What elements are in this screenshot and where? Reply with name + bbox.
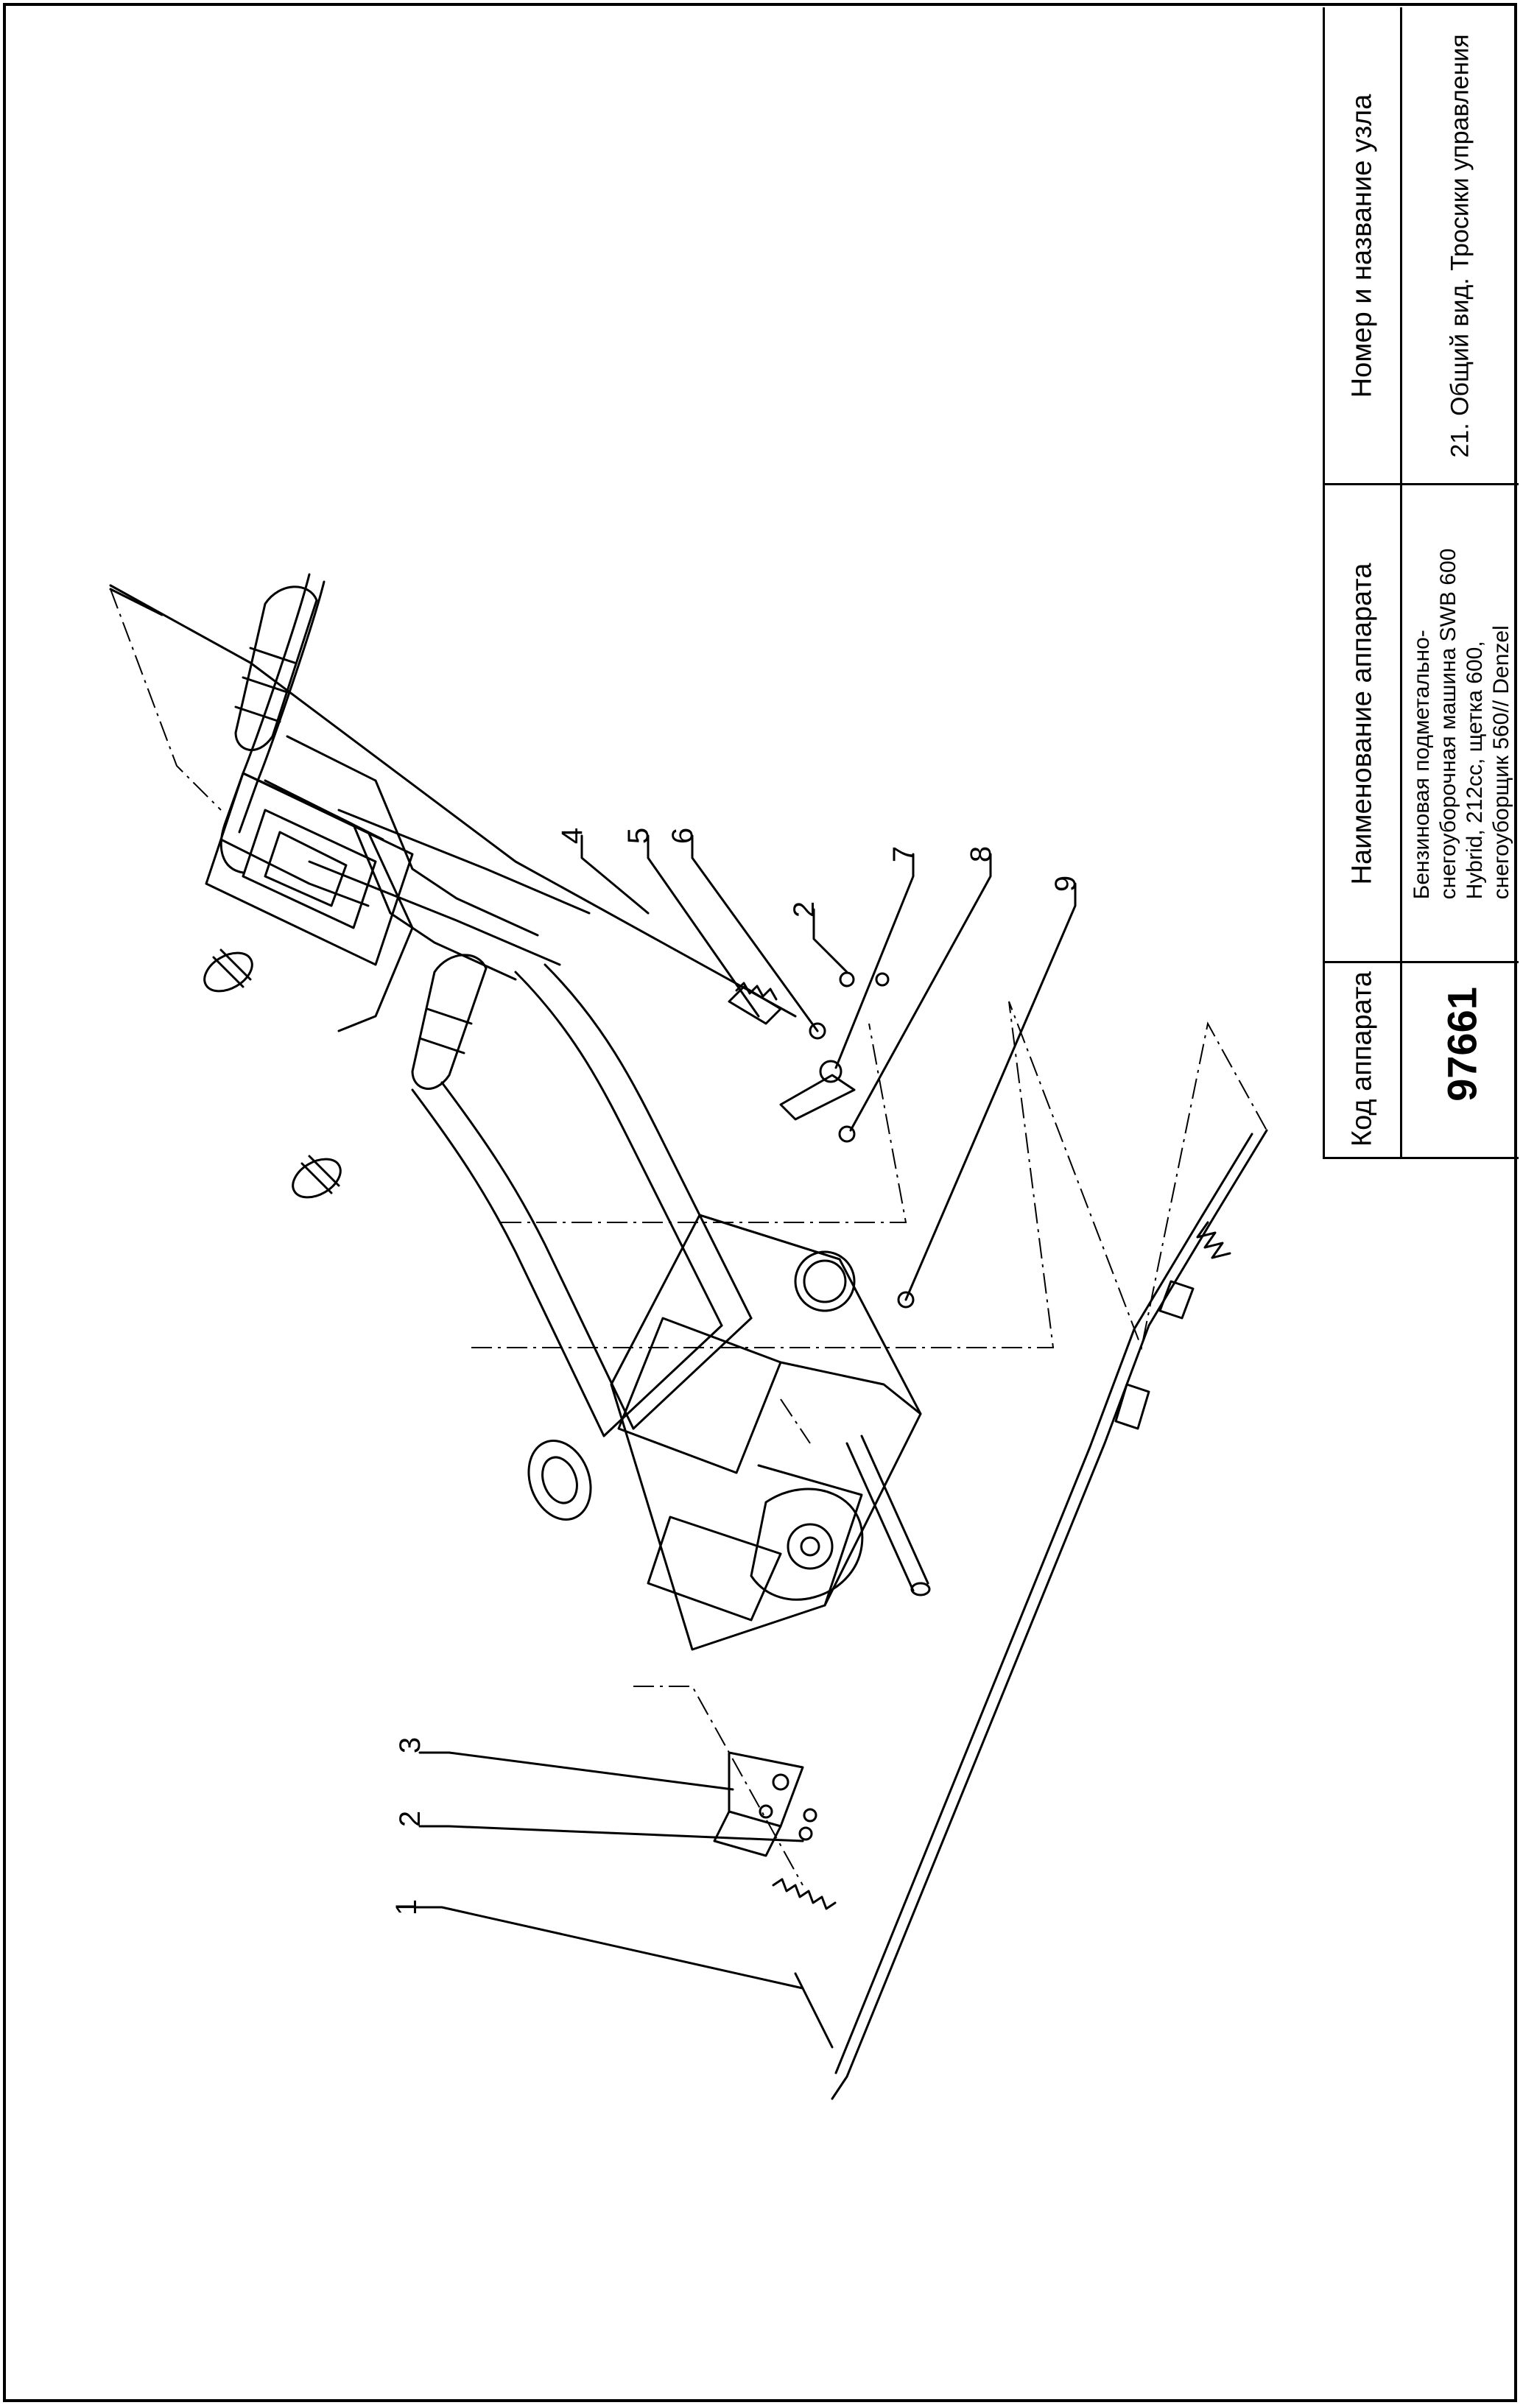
lower-bracket (713, 1751, 804, 1857)
gear (794, 1250, 856, 1312)
upper-cable (109, 584, 797, 1025)
callout-5: 5 (622, 828, 655, 844)
right-grip (411, 954, 488, 1090)
lower-spring (772, 1878, 837, 2049)
nut (838, 1125, 856, 1143)
callout-1: 1 (390, 1899, 423, 1915)
upper-handle (264, 735, 591, 1032)
shaft (845, 1434, 931, 1596)
nut (839, 971, 855, 988)
control-panel (205, 772, 414, 966)
control-knob (203, 948, 253, 993)
title-block-column-divider (1400, 7, 1402, 1159)
title-block-row-divider (1323, 961, 1519, 963)
bolt (798, 1826, 813, 1841)
left-grip (234, 585, 318, 751)
construction-lines (110, 588, 1267, 1886)
callout-leaders (415, 834, 1077, 1990)
bolt (803, 1808, 817, 1823)
callout-7: 7 (887, 846, 920, 862)
bolt (875, 972, 890, 987)
callout-labels: 1 2 3 4 5 6 2 7 8 9 (390, 828, 1082, 1915)
callout-8: 8 (965, 846, 997, 862)
callout-6: 6 (666, 828, 699, 844)
bracket (779, 1060, 856, 1121)
callout-2: 2 (394, 1811, 426, 1827)
title-block-row-divider (1323, 483, 1519, 485)
nut (897, 1291, 915, 1309)
nut (809, 1022, 826, 1040)
title-block (1323, 7, 1519, 1159)
control-knob (292, 1155, 342, 1199)
callout-9: 9 (1049, 876, 1082, 892)
spring (735, 982, 778, 1001)
callout-4: 4 (556, 828, 588, 844)
callout-2-upper: 2 (788, 901, 820, 918)
drive-belt (750, 1488, 864, 1601)
handle-bar (219, 573, 384, 907)
lower-cable (831, 1129, 1268, 2100)
callout-3: 3 (394, 1737, 426, 1753)
main-housing (610, 1214, 922, 1651)
wheel (527, 1440, 592, 1521)
drawing-frame (3, 3, 1517, 2402)
